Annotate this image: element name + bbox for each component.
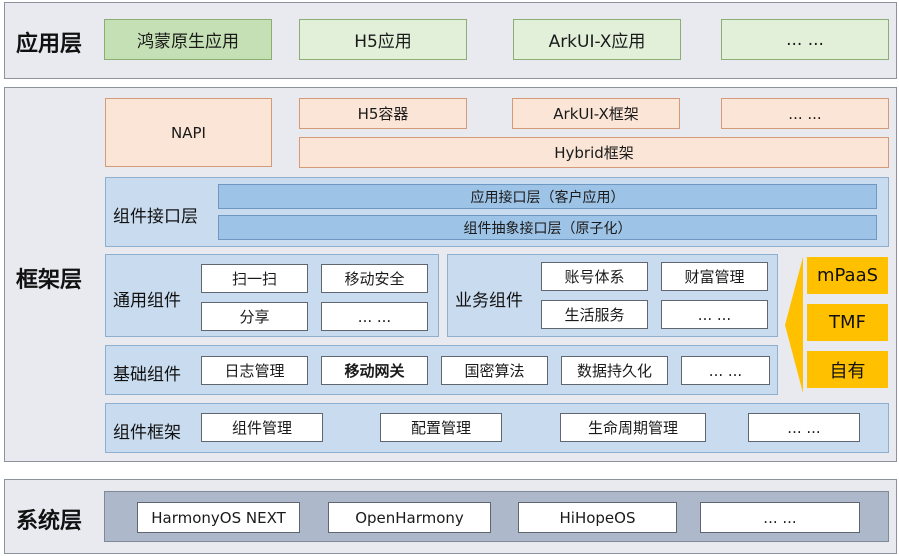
h5-container-box: H5容器	[299, 98, 467, 129]
source-own: 自有	[807, 351, 888, 388]
app-item-harmony-native: 鸿蒙原生应用	[104, 19, 272, 60]
business-item-more: ... ...	[661, 300, 768, 329]
framework-item-more: ... ...	[748, 413, 860, 442]
app-layer-title: 应用层	[16, 32, 83, 57]
napi-box: NAPI	[105, 98, 272, 167]
system-layer-title: 系统层	[16, 509, 83, 534]
component-interface-label: 组件接口层	[113, 207, 198, 227]
common-item-share: 分享	[201, 302, 308, 331]
business-item-account: 账号体系	[541, 262, 648, 291]
left-arrow-icon	[785, 257, 803, 393]
system-item-more: ... ...	[700, 502, 860, 533]
common-item-mobile-security: 移动安全	[321, 264, 428, 293]
basic-item-crypto: 国密算法	[441, 356, 548, 385]
source-mpaas: mPaaS	[807, 257, 888, 294]
common-components-label: 通用组件	[113, 291, 181, 311]
app-item-arkui-x: ArkUI-X应用	[513, 19, 681, 60]
framework-layer-title: 框架层	[16, 268, 83, 293]
common-item-scan: 扫一扫	[201, 264, 308, 293]
abstract-interface-bar: 组件抽象接口层（原子化）	[218, 215, 877, 240]
framework-item-lifecycle-mgmt: 生命周期管理	[560, 413, 706, 442]
source-tmf: TMF	[807, 304, 888, 341]
business-item-life-service: 生活服务	[541, 300, 648, 329]
basic-item-persistence: 数据持久化	[561, 356, 668, 385]
common-item-more: ... ...	[321, 302, 428, 331]
arkui-x-framework-box: ArkUI-X框架	[512, 98, 680, 129]
system-item-hihopeos: HiHopeOS	[518, 502, 677, 533]
app-item-more: ... ...	[721, 19, 889, 60]
basic-item-more: ... ...	[681, 356, 770, 385]
framework-item-component-mgmt: 组件管理	[201, 413, 323, 442]
basic-item-log: 日志管理	[201, 356, 308, 385]
system-item-harmonyos-next: HarmonyOS NEXT	[137, 502, 300, 533]
framework-item-config-mgmt: 配置管理	[380, 413, 502, 442]
basic-item-mobile-gateway: 移动网关	[321, 356, 428, 385]
app-interface-bar: 应用接口层（客户应用）	[218, 184, 877, 209]
app-item-h5: H5应用	[299, 19, 467, 60]
container-more-box: ... ...	[721, 98, 889, 129]
hybrid-framework-box: Hybrid框架	[299, 137, 889, 168]
basic-components-label: 基础组件	[113, 365, 181, 385]
system-item-openharmony: OpenHarmony	[328, 502, 491, 533]
component-framework-label: 组件框架	[113, 423, 181, 443]
business-components-label: 业务组件	[455, 291, 523, 311]
business-item-wealth: 财富管理	[661, 262, 768, 291]
